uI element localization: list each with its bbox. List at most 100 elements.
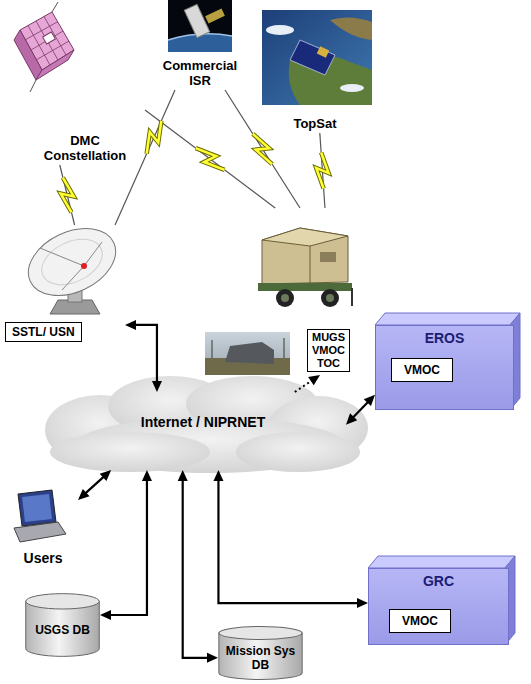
network-connector	[78, 470, 111, 500]
topsat-earth-photo-part	[266, 25, 294, 35]
node-label: Commercial ISR	[163, 58, 237, 88]
node-label: Users	[8, 550, 78, 566]
facility-3d-faces-part	[375, 313, 520, 325]
node-label: VMOC	[402, 614, 438, 628]
network-connector	[295, 375, 320, 392]
commercial-satellite-part	[168, 0, 232, 52]
satellite-node: TopSat	[255, 5, 375, 133]
lightning-bolt	[316, 153, 328, 189]
field-photo-part	[212, 340, 213, 358]
commercial-satellite-part	[205, 9, 225, 24]
commercial-satellite-part	[184, 4, 209, 37]
arrow-head	[125, 320, 136, 330]
mobile-ground-station-part	[281, 294, 289, 302]
arrow-head	[178, 470, 188, 481]
arrow-head	[346, 413, 357, 424]
cylinder-body	[26, 601, 100, 656]
facility-box: EROSVMOC	[375, 325, 514, 410]
field-photo-part	[225, 342, 274, 364]
node-label: TopSat	[293, 116, 336, 131]
dmc-satellite-part	[30, 80, 36, 92]
connector-line	[145, 110, 275, 208]
dmc-satellite-part	[43, 32, 56, 44]
node-label: SSTL/ USN	[5, 322, 82, 342]
connector-line	[295, 379, 314, 392]
mobile-ground-station-part	[321, 289, 339, 307]
arrow-head	[213, 470, 223, 481]
field-photo	[205, 332, 290, 375]
network-cloud-shape	[45, 376, 368, 473]
node-label: Mission Sys DB	[222, 644, 300, 672]
satellite-node: Commercial ISR	[150, 0, 250, 90]
network-cloud: Internet / NIPRNET	[60, 392, 346, 470]
dmc-satellite-part	[52, 2, 58, 12]
mobile-ground-station-part	[258, 283, 352, 291]
facility-3d-faces-part	[368, 556, 515, 568]
network-connector	[100, 470, 152, 620]
connector-line	[183, 478, 210, 658]
laptop-part	[22, 494, 52, 522]
connector-line	[352, 400, 370, 419]
box-heading: GRC	[369, 569, 508, 589]
connector-line	[108, 478, 147, 615]
commercial-satellite	[168, 0, 232, 52]
arrow-head	[308, 375, 320, 385]
dmc-satellite-part	[36, 21, 58, 60]
network-cloud-shape-part	[236, 432, 360, 472]
ground-station: MUGS VMOC TOC	[250, 208, 355, 375]
ground-station: SSTL/ USN	[5, 225, 125, 345]
laptop-part	[18, 490, 56, 526]
network-connector	[125, 320, 162, 392]
arrow-head	[100, 610, 111, 620]
topsat-earth-photo-part	[317, 46, 329, 57]
arrow-head	[152, 381, 162, 392]
facility-box: GRC VMOC	[368, 568, 509, 645]
connector-line	[218, 478, 360, 603]
mobile-ground-station-part	[351, 288, 353, 306]
field-photo-part	[205, 332, 290, 375]
arrow-head	[364, 395, 375, 406]
satellite-dish-part	[18, 215, 127, 308]
database-cylinder: Mission Sys DB	[218, 626, 303, 680]
dmc-satellite	[14, 2, 74, 92]
node-label: DMC Constellation	[44, 133, 126, 163]
arrow-head	[78, 489, 90, 500]
topsat-earth-photo-part	[340, 84, 364, 92]
lightning-bolt-outline	[147, 121, 162, 154]
laptop	[14, 490, 66, 542]
mobile-ground-station-part	[320, 252, 336, 262]
mobile-ground-station-part	[262, 228, 348, 246]
connector-line	[133, 325, 157, 384]
satellite-dish-part	[84, 242, 102, 266]
arrow-head	[357, 598, 368, 608]
satellite-dish-part	[81, 263, 87, 269]
mobile-ground-station	[258, 228, 352, 307]
arrow-head	[207, 653, 218, 663]
cylinder-top	[26, 594, 100, 609]
radio-link	[145, 110, 275, 208]
lightning-bolt	[61, 178, 74, 213]
satellite-dish-part	[62, 266, 84, 290]
lightning-bolt	[253, 134, 272, 164]
satellite-dish	[18, 215, 127, 314]
facility-3d-faces	[368, 313, 520, 645]
field-photo-part	[284, 338, 285, 358]
node-label: Internet / NIPRNET	[60, 414, 346, 430]
topsat-earth-photo-part	[330, 17, 372, 40]
network-connector	[178, 470, 218, 663]
dmc-satellite-part	[36, 41, 69, 60]
connector-line	[60, 165, 75, 225]
network-connector	[346, 395, 375, 425]
arrow-head	[100, 470, 112, 481]
mobile-ground-station-part	[326, 294, 334, 302]
lightning-bolt-outline	[196, 148, 225, 170]
satellite-node: DMC Constellation	[25, 0, 145, 165]
connector-line	[84, 475, 105, 494]
dmc-satellite-part	[14, 30, 42, 80]
mobile-ground-station-part	[276, 289, 294, 307]
node-label: USGS DB	[35, 623, 90, 637]
box-heading: EROS	[376, 326, 513, 346]
cylinder-top	[219, 627, 302, 640]
